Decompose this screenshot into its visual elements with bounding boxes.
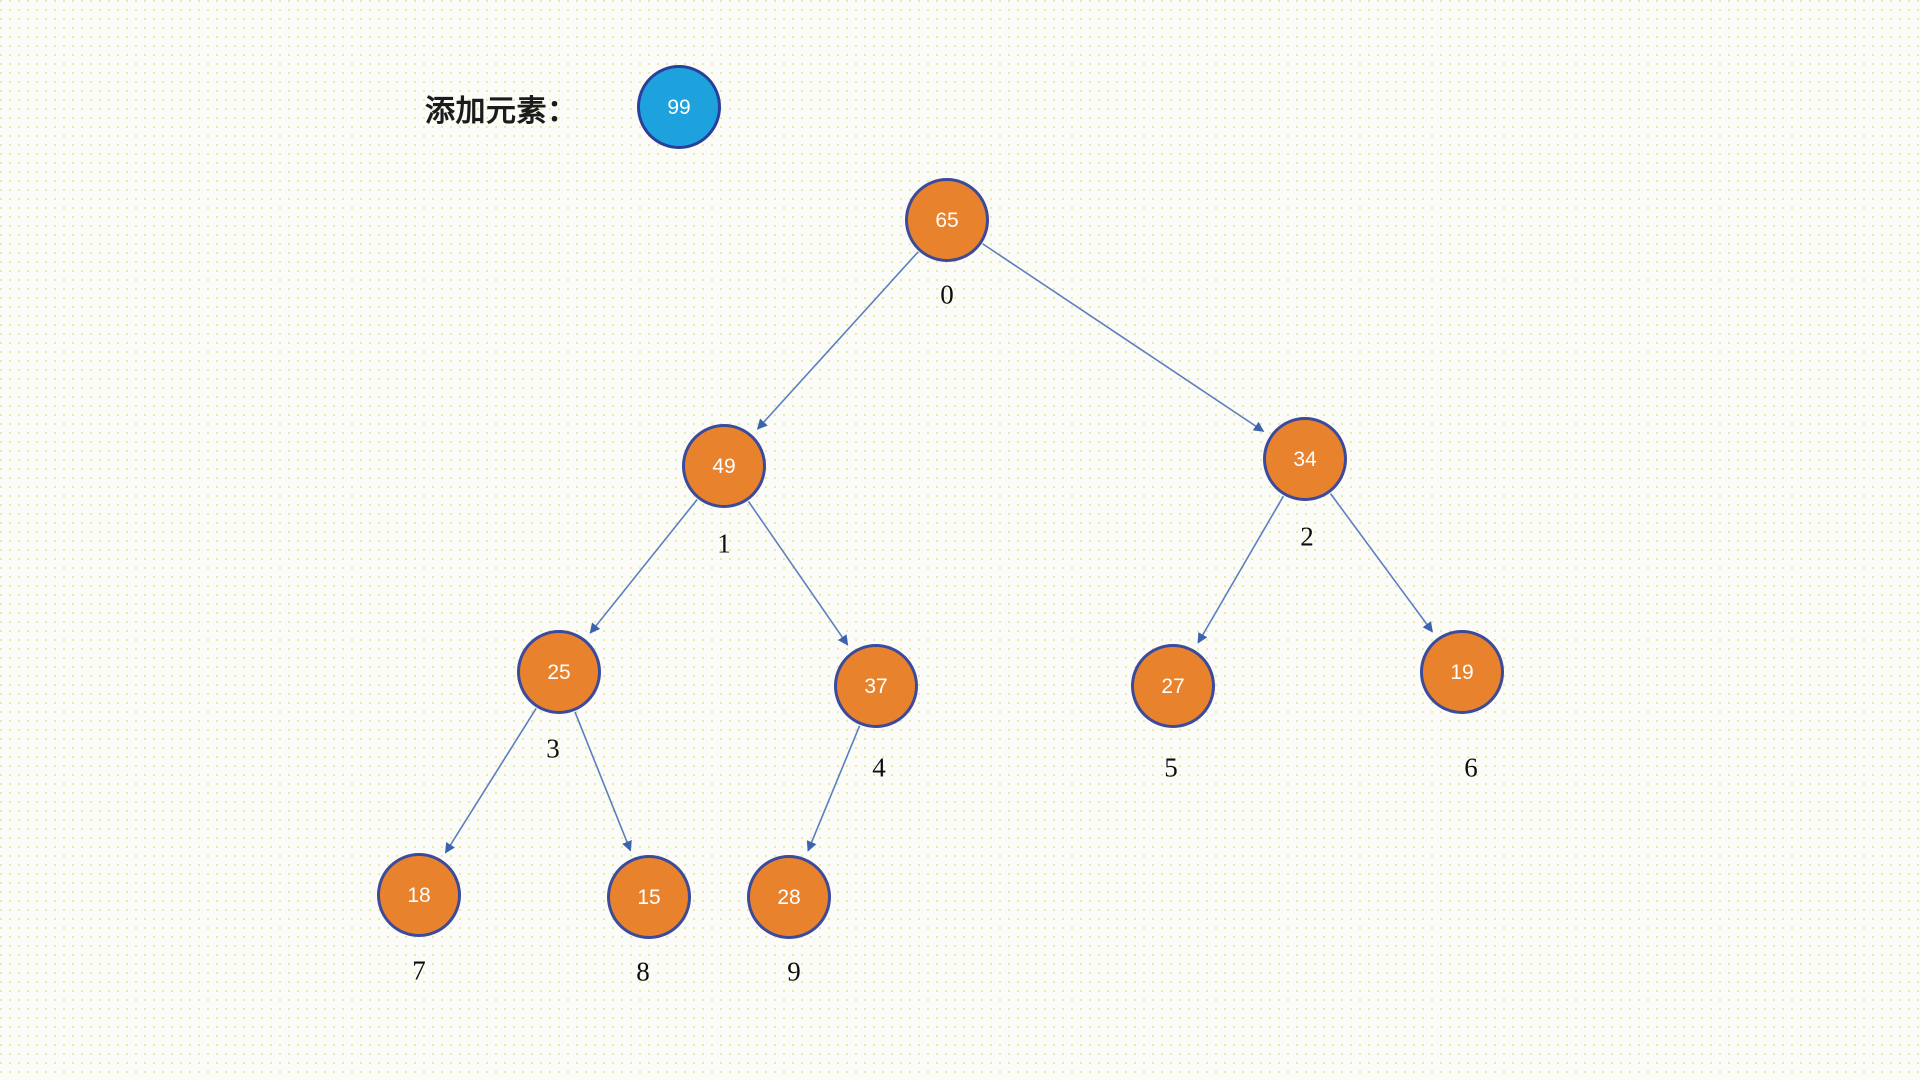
tree-node-5[interactable]: 27 [1131, 644, 1215, 728]
tree-edge-1-3 [589, 499, 698, 634]
tree-node-index-label-6: 6 [1464, 752, 1478, 783]
tree-node-1[interactable]: 49 [682, 424, 766, 508]
tree-node-index-label-8: 8 [636, 956, 650, 987]
tree-node-index-label-7: 7 [412, 955, 426, 986]
tree-node-2[interactable]: 34 [1263, 417, 1347, 501]
tree-node-index-label-3: 3 [546, 733, 560, 764]
tree-node-value: 49 [712, 454, 736, 478]
tree-edge-0-1 [756, 251, 919, 430]
tree-node-6[interactable]: 19 [1420, 630, 1504, 714]
tree-node-value: 25 [547, 660, 571, 684]
tree-node-index-label-5: 5 [1164, 752, 1178, 783]
edge-group [444, 243, 1433, 854]
tree-node-value: 34 [1293, 447, 1317, 471]
tree-edge-0-2 [982, 243, 1265, 432]
tree-edge-4-9 [806, 725, 861, 852]
tree-node-value: 18 [407, 883, 431, 907]
tree-node-index-label-2: 2 [1300, 521, 1314, 552]
tree-node-value: 15 [637, 885, 661, 909]
tree-node-8[interactable]: 15 [607, 855, 691, 939]
tree-node-index-label-0: 0 [940, 279, 954, 310]
tree-node-value: 65 [935, 208, 959, 232]
tree-edge-2-5 [1197, 495, 1285, 644]
tree-edge-3-7 [444, 707, 537, 854]
tree-node-7[interactable]: 18 [377, 853, 461, 937]
pending-element-value: 99 [667, 95, 691, 119]
tree-node-9[interactable]: 28 [747, 855, 831, 939]
tree-node-value: 37 [864, 674, 888, 698]
tree-edge-3-8 [574, 711, 632, 852]
tree-node-index-label-4: 4 [872, 752, 886, 783]
tree-node-value: 19 [1450, 660, 1474, 684]
tree-edge-2-6 [1329, 493, 1433, 633]
header-row: 添加元素： 99 [0, 0, 1920, 180]
tree-node-value: 28 [777, 885, 801, 909]
tree-node-0[interactable]: 65 [905, 178, 989, 262]
add-element-label: 添加元素： [425, 94, 578, 129]
tree-node-3[interactable]: 25 [517, 630, 601, 714]
tree-node-index-label-1: 1 [717, 528, 731, 559]
tree-node-4[interactable]: 37 [834, 644, 918, 728]
tree-edge-1-4 [747, 500, 849, 646]
pending-element-node[interactable]: 99 [637, 65, 721, 149]
tree-node-index-label-9: 9 [787, 956, 801, 987]
tree-node-value: 27 [1161, 674, 1185, 698]
